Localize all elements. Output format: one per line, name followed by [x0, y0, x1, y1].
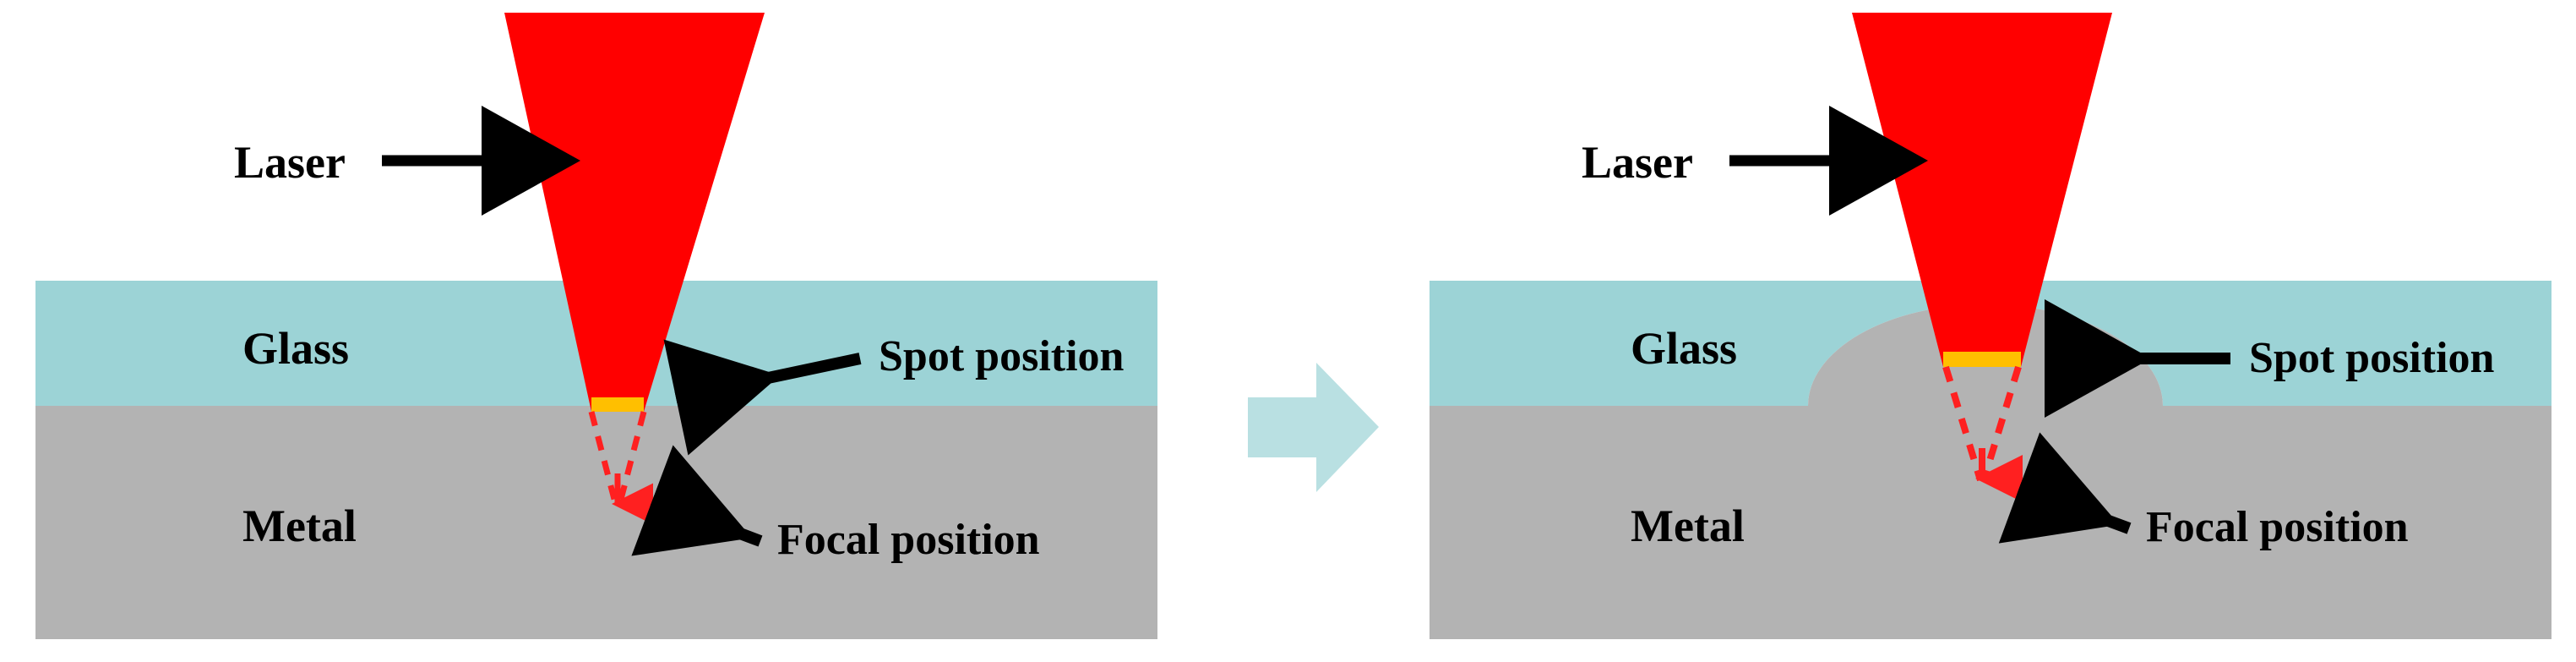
- label-glass-after: Glass: [1631, 323, 1737, 374]
- spot-marker-before: [591, 397, 644, 412]
- label-metal-after: Metal: [1631, 501, 1745, 551]
- spot-callout-arrow-before: [663, 339, 862, 456]
- metal-layer-before: [35, 406, 1157, 639]
- panel-before: Laser Glass Metal Spot position Focal po…: [35, 13, 1157, 639]
- laser-beam-after: [1852, 13, 2112, 367]
- panel-after: Laser Glass Metal Spot position Focal po…: [1430, 13, 2551, 639]
- focal-callout-arrow-after: [1998, 432, 2132, 544]
- label-focal-position-after: Focal position: [2146, 503, 2409, 551]
- label-focal-position-before: Focal position: [777, 516, 1040, 564]
- label-laser-after: Laser: [1582, 137, 1693, 188]
- focal-callout-arrow-before: [631, 445, 763, 556]
- focal-rays-after: [1942, 365, 2022, 482]
- label-glass-before: Glass: [242, 323, 349, 374]
- label-metal-before: Metal: [242, 501, 357, 551]
- label-laser-before: Laser: [234, 137, 346, 188]
- glass-layer-after: [1430, 281, 2551, 406]
- label-spot-position-after: Spot position: [2249, 334, 2495, 382]
- process-transition-arrow: [1248, 363, 1379, 492]
- spot-marker-after: [1943, 352, 2021, 367]
- label-spot-position-before: Spot position: [879, 332, 1125, 380]
